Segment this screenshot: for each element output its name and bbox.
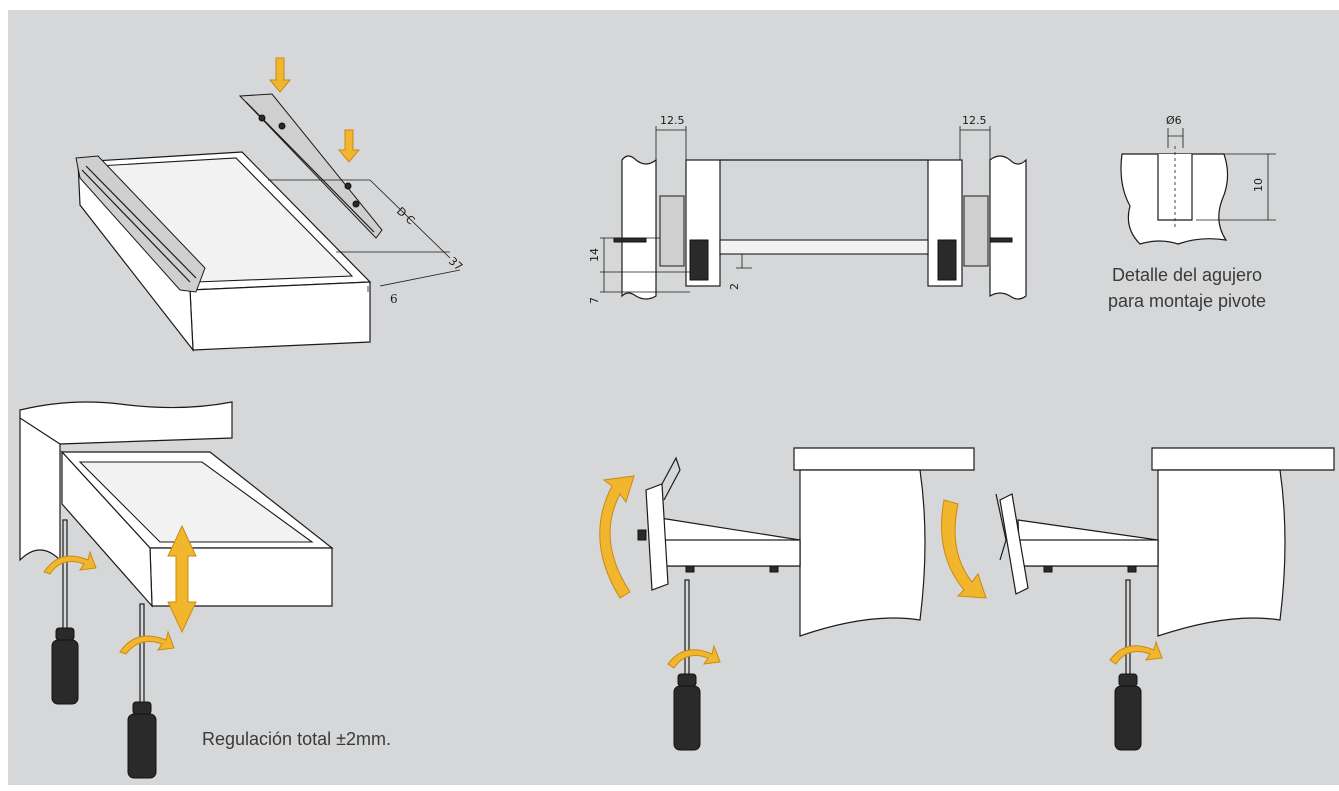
cabinet-section-view: 12.5 12.5 14 7 2 (588, 114, 1027, 304)
drawer-side-runner (75, 155, 206, 293)
front-panel-tilted (999, 493, 1029, 595)
dim-6-label: 6 (390, 292, 398, 306)
drawer-front-face (189, 281, 371, 351)
rail-screw-icon (258, 114, 266, 122)
dim-dc-label: D C (394, 205, 418, 228)
front-panel-tilt-down (941, 447, 1335, 751)
front-panel-tilt-up (599, 447, 975, 751)
dim-left-12-5: 12.5 (660, 114, 685, 127)
screwdriver-icon (673, 579, 701, 751)
rotate-arrow-icon (1109, 640, 1163, 665)
pivot-hole (1157, 154, 1193, 221)
detached-runner-rail (238, 93, 383, 239)
dim-14-label: 14 (588, 248, 601, 262)
rotate-arrow-icon (667, 644, 721, 669)
dim-7-label: 7 (588, 297, 601, 304)
screwdriver-icon (51, 519, 79, 705)
right-runner-profile (963, 195, 989, 267)
down-arrow-icon (337, 129, 361, 163)
curved-up-arrow-icon (599, 475, 635, 599)
right-cabinet-wall (989, 155, 1027, 300)
hole-caption-line-1: Detalle del agujero (1111, 265, 1263, 285)
screwdriver-icon (127, 603, 157, 779)
dim-right-12-5: 12.5 (962, 114, 987, 127)
rotate-arrow-icon (119, 630, 175, 655)
drawer-height-adjustment (19, 401, 334, 779)
dim-2-label: 2 (728, 283, 741, 290)
curved-down-arrow-icon (941, 499, 987, 599)
dim-depth-10: 10 (1252, 178, 1265, 192)
rotate-arrow-icon (43, 550, 97, 575)
dim-diameter-6: Ø6 (1166, 114, 1182, 127)
front-panel (645, 483, 669, 591)
adjustment-caption: Regulación total ±2mm. (202, 729, 391, 749)
down-arrow-icon (268, 57, 292, 93)
vertical-adjust-arrow-icon (167, 524, 197, 634)
hole-detail: Ø6 10 (1120, 114, 1276, 245)
left-cabinet-wall (621, 155, 657, 300)
left-runner-profile (659, 195, 685, 267)
screwdriver-icon (1114, 579, 1142, 751)
cabinet-countertop (19, 401, 233, 562)
hole-detail-caption: Detalle del agujero para montaje pivote (1082, 262, 1292, 314)
cabinet-top-slab (793, 447, 975, 471)
drawer-runner-install: D C 37 6 (75, 57, 465, 352)
cabinet-side-wave (799, 469, 926, 637)
hole-caption-line-2: para montaje pivote (1107, 291, 1267, 311)
